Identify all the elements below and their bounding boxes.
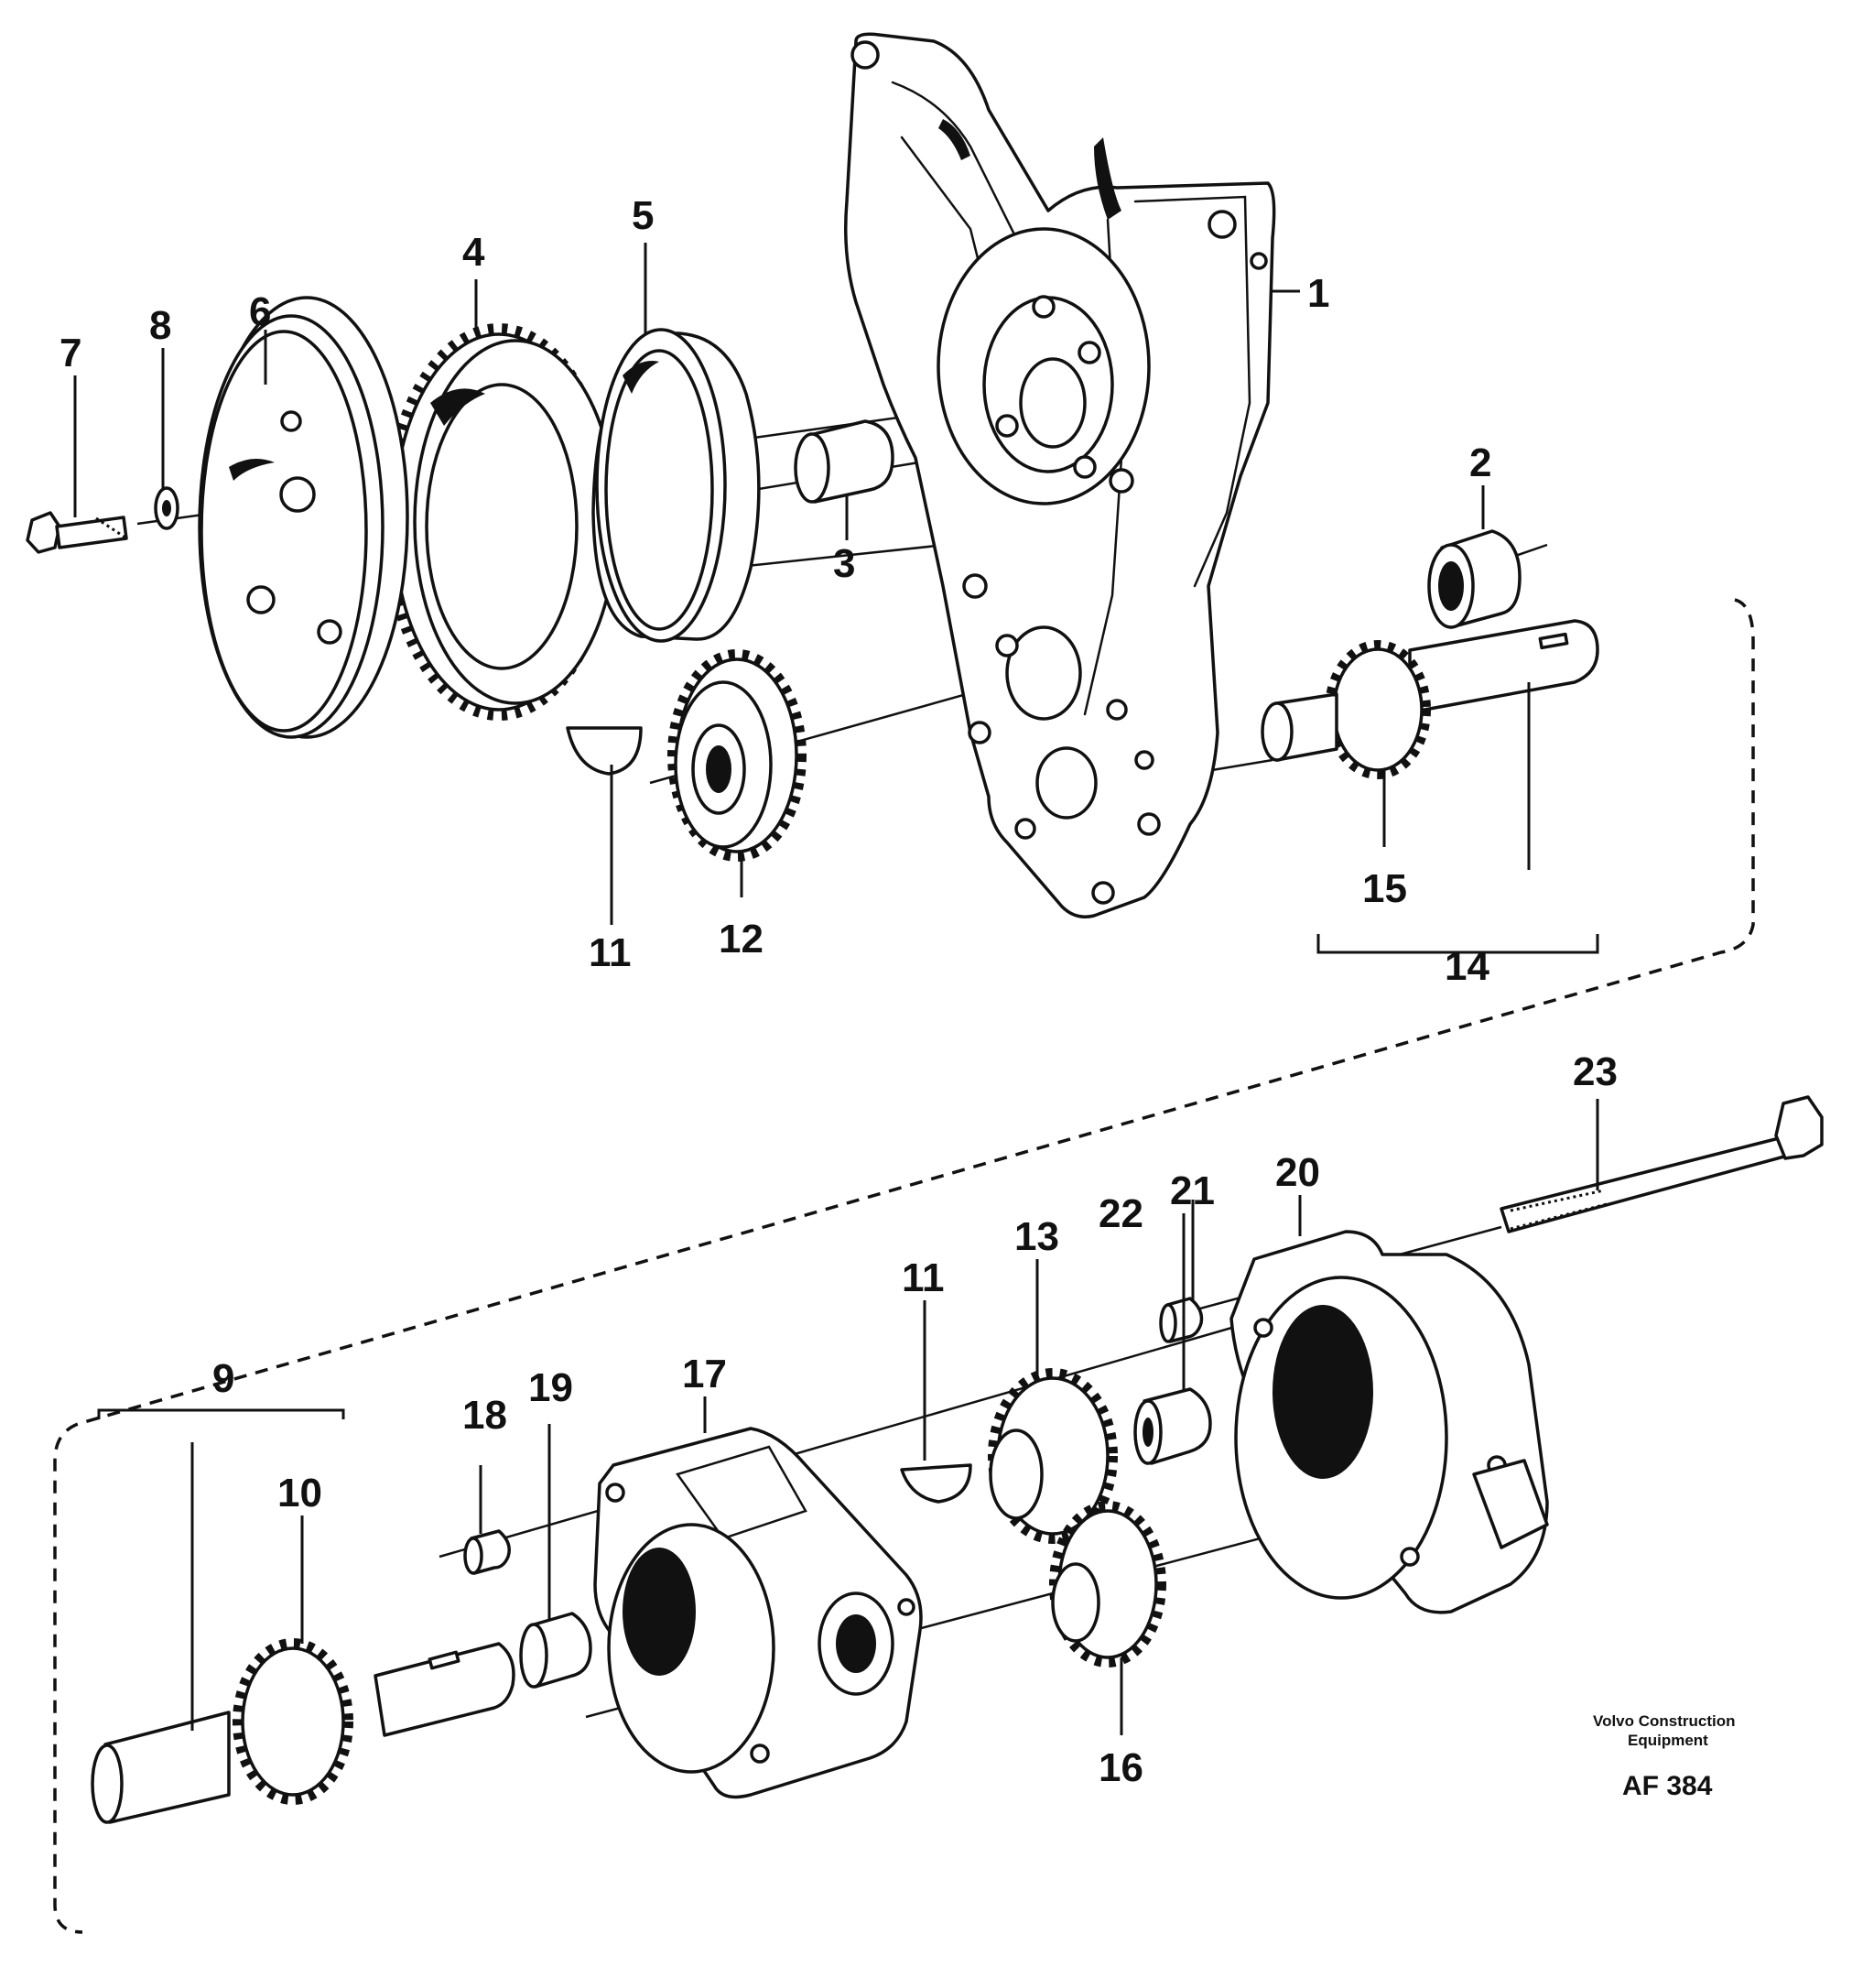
callout-10: 10 <box>277 1471 322 1515</box>
callout-14: 14 <box>1445 944 1489 989</box>
part-21-bushing <box>1159 1297 1204 1343</box>
part-11-key-lower <box>900 1463 972 1504</box>
leader-lines <box>73 243 1599 1735</box>
part-8-washer <box>154 486 179 530</box>
part-1-pump-housing <box>844 32 1276 918</box>
publisher-footer: Volvo Construction Equipment AF 384 <box>1593 1712 1736 1801</box>
callout-22: 22 <box>1099 1191 1143 1236</box>
part-4-ring-gear <box>383 323 618 721</box>
callout-2: 2 <box>1469 440 1491 485</box>
callout-6: 6 <box>249 289 271 334</box>
part-14-15-drive-shaft-gear <box>1261 619 1599 779</box>
figure-code: AF 384 <box>1622 1771 1713 1801</box>
callout-3: 3 <box>833 541 855 586</box>
callout-17: 17 <box>682 1352 727 1396</box>
callout-18: 18 <box>462 1393 507 1438</box>
callout-16: 16 <box>1099 1745 1143 1790</box>
part-16-pump-gear <box>1049 1501 1166 1668</box>
publisher-line-1: Volvo Construction <box>1593 1712 1736 1730</box>
callout-7: 7 <box>60 331 81 375</box>
part-11-key-upper <box>566 726 643 776</box>
callout-21: 21 <box>1170 1168 1215 1213</box>
callout-19: 19 <box>528 1365 573 1410</box>
part-13-pump-gear <box>988 1368 1118 1544</box>
callout-9: 9 <box>212 1356 234 1401</box>
callout-12: 12 <box>719 917 764 961</box>
callout-11-lower: 11 <box>902 1255 945 1300</box>
part-9-10-gear-shaft <box>91 1638 515 1824</box>
part-19-bushing <box>519 1612 592 1689</box>
part-5-ring <box>591 328 761 643</box>
part-23-long-bolt <box>1500 1095 1824 1233</box>
part-6-flange <box>198 296 409 739</box>
callout-11-upper: 11 <box>589 930 632 975</box>
callout-20: 20 <box>1275 1150 1320 1195</box>
publisher-line-2: Equipment <box>1628 1732 1708 1749</box>
callout-15: 15 <box>1362 866 1407 911</box>
callout-labels: 1 2 3 4 5 6 7 8 11 12 15 14 23 20 21 22 … <box>60 193 1618 1790</box>
callout-4: 4 <box>462 230 485 275</box>
callout-1: 1 <box>1307 271 1329 316</box>
callout-13: 13 <box>1014 1214 1059 1259</box>
part-2-bushing <box>1427 529 1522 629</box>
callout-5: 5 <box>632 193 654 238</box>
part-18-bushing <box>463 1529 511 1575</box>
part-3-pin <box>794 419 894 504</box>
callout-23: 23 <box>1573 1049 1618 1094</box>
part-7-bolt <box>26 511 128 554</box>
part-17-pump-body <box>593 1427 923 1799</box>
part-20-cover <box>1229 1230 1549 1614</box>
exploded-group-frame <box>53 598 1755 1934</box>
callout-8: 8 <box>149 303 171 348</box>
part-12-spur-gear <box>667 649 807 862</box>
part-22-bushing <box>1133 1387 1212 1465</box>
